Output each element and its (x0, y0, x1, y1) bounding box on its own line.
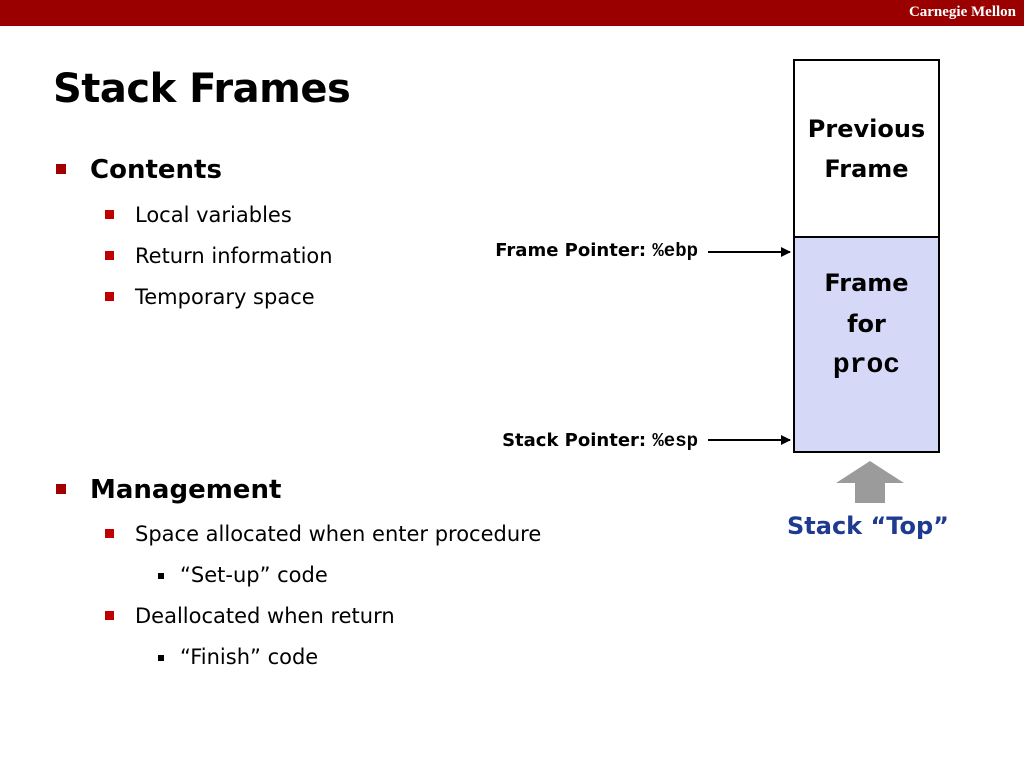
bullet-management: Management (56, 475, 282, 505)
list-item-label: Deallocated when return (135, 604, 395, 628)
list-item: Space allocated when enter procedure (105, 522, 542, 546)
stack-top-label: Stack “Top” (787, 512, 949, 540)
list-item: Local variables (105, 203, 292, 227)
sub-list-item-label: “Finish” code (180, 645, 319, 669)
bullet-square-icon (105, 292, 114, 301)
list-item: Temporary space (105, 285, 315, 309)
list-item-label: Temporary space (135, 285, 315, 309)
bullet-square-icon (105, 529, 114, 538)
bullet-square-icon (105, 210, 114, 219)
bullet-square-icon (105, 611, 114, 620)
list-item-label: Local variables (135, 203, 292, 227)
previous-frame-box: Previous Frame (795, 61, 938, 236)
bullet-management-label: Management (90, 475, 282, 505)
proc-frame-line1: Frame (824, 269, 909, 297)
brand-label: Carnegie Mellon (908, 4, 1016, 20)
stack-top-arrow-icon (836, 461, 904, 503)
previous-frame-line1: Previous (807, 114, 926, 143)
bullet-small-square-icon (158, 573, 164, 579)
proc-frame-line2: for (847, 310, 886, 338)
stack-pointer-text: Stack Pointer: (502, 430, 653, 451)
list-item: Deallocated when return (105, 604, 395, 628)
stack-pointer-register: %esp (652, 430, 698, 452)
slide-title: Stack Frames (53, 66, 351, 112)
bullet-small-square-icon (158, 655, 164, 661)
proc-frame-line3: proc (832, 350, 901, 381)
frame-pointer-register: %ebp (652, 240, 698, 262)
list-item: Return information (105, 244, 333, 268)
list-item-label: Space allocated when enter procedure (135, 522, 542, 546)
frame-pointer-text: Frame Pointer: (495, 240, 653, 261)
bullet-square-icon (56, 164, 66, 174)
bullet-square-icon (56, 484, 66, 494)
sub-list-item-label: “Set-up” code (180, 563, 328, 587)
header-bar: Carnegie Mellon (0, 0, 1024, 26)
bullet-square-icon (105, 251, 114, 260)
sub-list-item: “Set-up” code (158, 563, 328, 587)
proc-frame-box: Frame for proc (795, 236, 938, 451)
bullet-contents: Contents (56, 155, 222, 185)
sub-list-item: “Finish” code (158, 645, 319, 669)
frame-pointer-label: Frame Pointer: %ebp (495, 240, 698, 262)
list-item-label: Return information (135, 244, 333, 268)
stack-pointer-label: Stack Pointer: %esp (502, 430, 698, 452)
previous-frame-line2: Frame (824, 154, 909, 183)
bullet-contents-label: Contents (90, 155, 222, 185)
stack-diagram: Previous Frame Frame for proc (793, 59, 940, 453)
